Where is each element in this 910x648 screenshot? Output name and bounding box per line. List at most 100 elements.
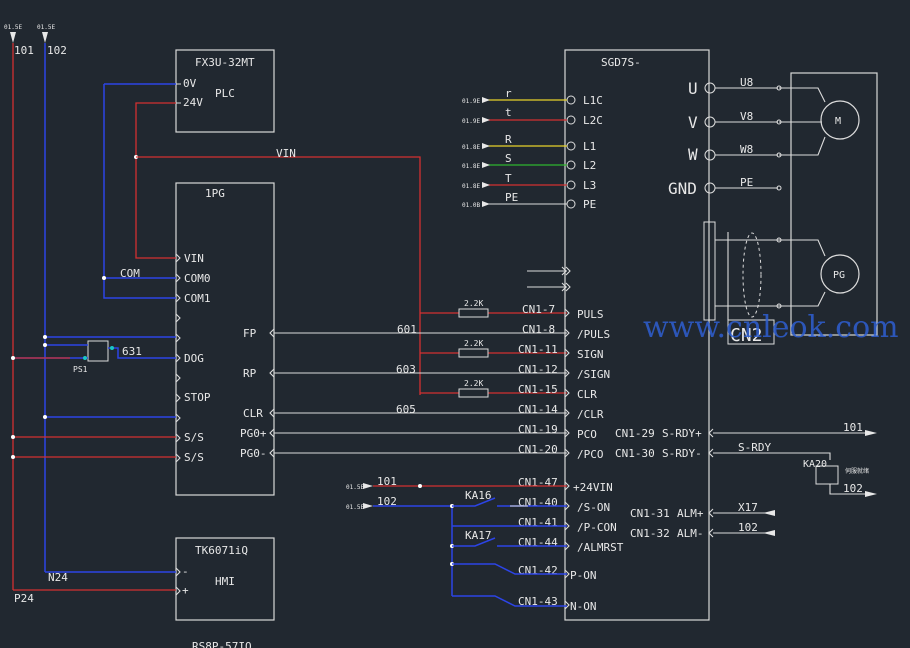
right-signals: 101 S-RDY KA20 伺服就绪 102 X17 102: [713, 421, 877, 536]
cn1-42: CN1-42: [518, 564, 558, 577]
net-x17: X17: [738, 501, 758, 514]
relay-ka20: KA20: [803, 459, 827, 470]
motor-icon: [820, 100, 860, 140]
shield-icon: [742, 232, 762, 318]
net-605: 605: [396, 403, 416, 416]
pg-pin-stop: STOP: [184, 391, 211, 404]
pin-s-on: /S-ON: [577, 501, 610, 514]
positioning-unit-block: 1PG VIN COM0 COM1 DOG STOP S/S S/S FP RP…: [175, 182, 275, 496]
pg-pin-rp: RP: [243, 367, 257, 380]
sensor-label: PS1: [73, 365, 88, 374]
net-r-small: r: [505, 87, 512, 100]
power-rails: 01.5E 01.5E 101 102: [4, 24, 67, 590]
tag-l2: 01.8E: [462, 163, 480, 170]
proximity-sensor: 631 PS1: [11, 340, 176, 374]
cn2-label: CN2: [730, 325, 763, 346]
hmi-name: HMI: [215, 575, 235, 588]
resistor-icon: [458, 388, 489, 398]
tag-l2c: 01.9E: [462, 118, 480, 125]
term-w: W: [688, 145, 698, 164]
servo-output-pins: CN1-29 S-RDY+ CN1-30 S-RDY- CN1-31 ALM+ …: [615, 427, 714, 540]
motor-terminals: U V W GND U8 V8 W8 PE: [668, 76, 778, 198]
net-t-small: t: [505, 106, 512, 119]
cn1-41: CN1-41: [518, 516, 558, 529]
pin-almrst: /ALMRST: [577, 541, 624, 554]
pg-pin-com0: COM0: [184, 272, 211, 285]
servo-drive-block: SGD7S- L1C L2C L1 L2 L3 PE: [462, 49, 778, 621]
pin-sign-n: /SIGN: [577, 368, 610, 381]
cn1-31: CN1-31: [630, 507, 670, 520]
cn1-11: CN1-11: [518, 343, 558, 356]
hmi-block: TK6071iQ HMI - + N24 P24 RS8P-57IQ: [13, 537, 275, 648]
plc-pin-24v: 24V: [183, 96, 203, 109]
servo-power-pins: L1C L2C L1 L2 L3 PE 01.9E 01.9E: [462, 87, 603, 211]
net-v8: V8: [740, 110, 753, 123]
contact-ka16: KA16: [465, 489, 492, 502]
pin-l1c: L1C: [583, 94, 603, 107]
net-603: 603: [396, 363, 416, 376]
cn1-47: CN1-47: [518, 476, 558, 489]
net-vin: VIN: [276, 147, 296, 160]
cn1-14: CN1-14: [518, 403, 558, 416]
resistor-icon: [458, 308, 489, 318]
cn1-pins: CN1-7 PULS CN1-8 /PULS CN1-11 SIGN CN1-1…: [518, 303, 624, 613]
resistor-icon: [458, 348, 489, 358]
net-p24: P24: [14, 592, 34, 605]
relay-note: 伺服就绪: [845, 467, 869, 475]
pin-l2: L2: [583, 159, 596, 172]
term-gnd: GND: [668, 179, 697, 198]
pg-title: 1PG: [205, 187, 225, 200]
io-tag-1: 01.5E: [346, 484, 364, 491]
pin-l2c: L2C: [583, 114, 603, 127]
pg-pin-clr: CLR: [243, 407, 263, 420]
net-t: T: [505, 172, 512, 185]
resistor-1: 2.2K: [464, 299, 483, 308]
pin-pe: PE: [583, 198, 596, 211]
rail-num-101: 101: [14, 44, 34, 57]
pg-pin-fp: FP: [243, 327, 257, 340]
cn1-19: CN1-19: [518, 423, 558, 436]
io-net-102: 102: [377, 495, 397, 508]
hmi-model: TK6071iQ: [195, 544, 248, 557]
rail-arrow-icon: [42, 32, 48, 43]
cn1-40: CN1-40: [518, 496, 558, 509]
term-u: U: [688, 79, 698, 98]
net-pe: PE: [505, 191, 518, 204]
pin-clr: CLR: [577, 388, 597, 401]
net-com: COM: [120, 267, 140, 280]
rail-num-102: 102: [47, 44, 67, 57]
net-pe-motor: PE: [740, 176, 753, 189]
pin-n-on: N-ON: [570, 600, 597, 613]
pin-l1: L1: [583, 140, 596, 153]
pin-l3: L3: [583, 179, 596, 192]
cn1-43: CN1-43: [518, 595, 558, 608]
plc-block: FX3U-32MT PLC 0V 24V: [175, 49, 275, 133]
cn1-29: CN1-29: [615, 427, 655, 440]
tag-l3: 01.8E: [462, 183, 480, 190]
contact-ka17: KA17: [465, 529, 492, 542]
sensor-icon: [87, 340, 109, 362]
pg-pin-vin: VIN: [184, 252, 204, 265]
right-rail-tag: 01.5E: [37, 24, 55, 31]
tag-l1: 01.8E: [462, 144, 480, 151]
left-rail-tag: 01.5E: [4, 24, 22, 31]
pulse-wiring: 601 603 605 2.2K 2.2K 2.2K: [274, 299, 567, 454]
net-w8: W8: [740, 143, 753, 156]
resistor-3: 2.2K: [464, 379, 483, 388]
pin-p-on: P-ON: [570, 569, 597, 582]
watermark: www.cnleok.com: [643, 310, 899, 345]
io-tag-2: 01.5E: [346, 504, 364, 511]
motor-symbol: M: [835, 116, 841, 127]
rail-arrow-icon: [10, 32, 16, 43]
servo-model: SGD7S-: [601, 56, 641, 69]
pg-pin-pg0p: PG0+: [240, 427, 267, 440]
pin-pco: PCO: [577, 428, 597, 441]
pin-p-con: /P-CON: [577, 521, 617, 534]
pin-alm-p: ALM+: [677, 507, 704, 520]
encoder-symbol: PG: [833, 270, 845, 281]
net-102-right: 102: [843, 482, 863, 495]
relay-coil-icon: [815, 465, 839, 485]
pin-clr-n: /CLR: [577, 408, 604, 421]
pin-s-rdy-n: S-RDY-: [662, 447, 702, 460]
